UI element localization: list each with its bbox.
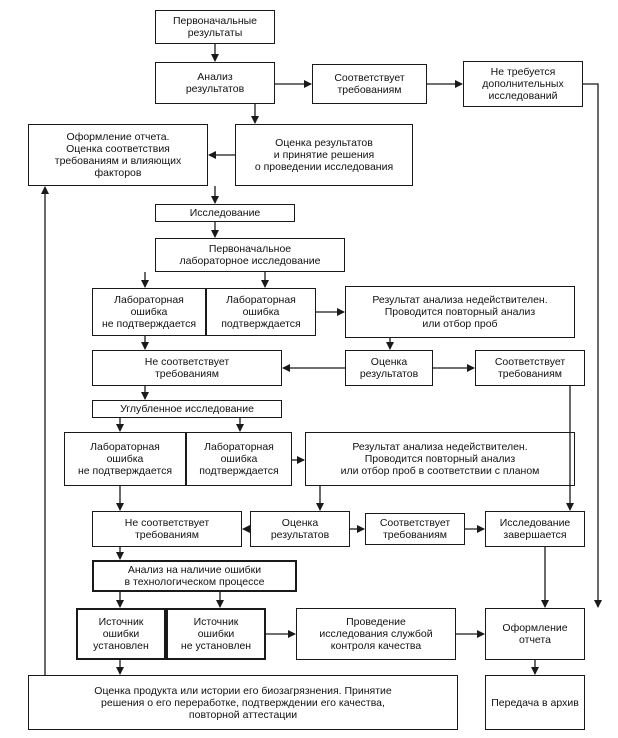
node-archive: Передача в архив bbox=[485, 675, 585, 730]
node-product-evaluation: Оценка продукта или истории его биозагря… bbox=[28, 675, 458, 730]
node-meets-requirements-top: Соответствует требованиям bbox=[312, 64, 427, 104]
node-not-meets-requirements-1: Не соответствует требованиям bbox=[92, 350, 282, 386]
node-evaluate-results-2: Оценка результатов bbox=[250, 511, 350, 547]
node-report-evaluation: Оформление отчета. Оценка соответствия т… bbox=[28, 124, 208, 186]
arrow-no-further-to-report bbox=[583, 83, 602, 608]
node-qc-investigation: Проведение исследования службой контроля… bbox=[296, 608, 456, 660]
node-not-meets-requirements-2: Не соответствует требованиям bbox=[92, 511, 242, 547]
node-lab-error-not-confirmed-1: Лабораторная ошибка не подтверждается bbox=[92, 288, 206, 336]
node-meets-requirements-1: Соответствует требованиям bbox=[475, 350, 585, 386]
node-analysis-results: Анализ результатов bbox=[155, 62, 275, 104]
node-in-depth-investigation: Углубленное исследование bbox=[92, 400, 282, 418]
node-process-error-analysis: Анализ на наличие ошибки в технологическ… bbox=[92, 560, 297, 592]
node-meets-requirements-2: Соответствует требованиям bbox=[365, 513, 465, 545]
node-lab-error-not-confirmed-2: Лабораторная ошибка не подтверждается bbox=[64, 432, 186, 486]
node-investigation: Исследование bbox=[155, 204, 295, 222]
node-lab-error-confirmed-2: Лабораторная ошибка подтверждается bbox=[186, 432, 292, 486]
node-evaluate-results-1: Оценка результатов bbox=[345, 350, 433, 386]
node-invalid-result-2: Результат анализа недействителен. Провод… bbox=[305, 432, 575, 486]
node-initial-lab: Первоначальное лабораторное исследование bbox=[155, 238, 345, 272]
node-no-further-research: Не требуется дополнительных исследований bbox=[463, 61, 583, 107]
node-source-not-established: Источник ошибки не установлен bbox=[166, 608, 266, 660]
node-evaluate-decide: Оценка результатов и принятие решения о … bbox=[235, 124, 413, 186]
node-invalid-result-1: Результат анализа недействителен. Провод… bbox=[345, 286, 575, 338]
node-report: Оформление отчета bbox=[485, 608, 585, 660]
node-source-established: Источник ошибки установлен bbox=[76, 608, 166, 660]
node-initial-results: Первоначальные результаты bbox=[155, 10, 275, 44]
node-investigation-complete: Исследование завершается bbox=[485, 511, 585, 547]
node-lab-error-confirmed-1: Лабораторная ошибка подтверждается bbox=[206, 288, 316, 336]
